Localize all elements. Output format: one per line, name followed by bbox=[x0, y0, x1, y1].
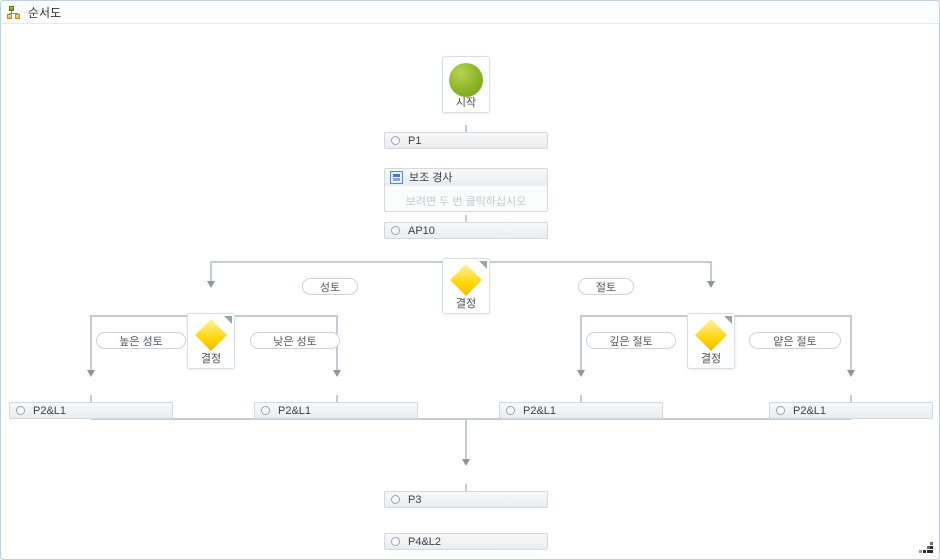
process-node-label: AP10 bbox=[408, 224, 435, 237]
process-node-label: P2&L1 bbox=[33, 404, 67, 417]
process-bullet-icon bbox=[391, 537, 400, 546]
process-bullet-icon bbox=[261, 406, 270, 415]
process-node-label: P2&L1 bbox=[523, 404, 557, 417]
decision-node-right[interactable]: 결정 bbox=[687, 313, 735, 369]
branch-label-cut[interactable]: 절토 bbox=[578, 278, 634, 295]
process-bullet-icon bbox=[16, 406, 25, 415]
process-node-p3[interactable]: P3 bbox=[384, 491, 548, 508]
process-bullet-icon bbox=[391, 136, 400, 145]
resize-grip[interactable] bbox=[919, 542, 933, 554]
decision-node-main[interactable]: 결정 bbox=[442, 258, 490, 314]
decision-node-label: 결정 bbox=[455, 298, 477, 310]
branch-label-fill[interactable]: 성토 bbox=[302, 278, 358, 295]
process-node-label: P4&L2 bbox=[408, 535, 442, 548]
collapse-corner-icon[interactable] bbox=[224, 316, 232, 324]
subprocess-header: 보조 경사 bbox=[385, 169, 547, 186]
diagram-canvas: 시작 P1 보조 경사 보려면 두 번 클릭하십시오 AP10 결정 성토 bbox=[1, 25, 939, 559]
process-bullet-icon bbox=[391, 226, 400, 235]
branch-label-shallow-cut[interactable]: 얕은 절토 bbox=[749, 332, 841, 349]
process-node-p4l2[interactable]: P4&L2 bbox=[384, 533, 548, 550]
decision-diamond-icon bbox=[450, 264, 482, 296]
collapse-corner-icon[interactable] bbox=[479, 261, 487, 269]
subprocess-hint: 보려면 두 번 클릭하십시오 bbox=[405, 196, 527, 208]
subprocess-node[interactable]: 보조 경사 보려면 두 번 클릭하십시오 bbox=[384, 168, 548, 212]
process-bullet-icon bbox=[776, 406, 785, 415]
decision-diamond-icon bbox=[695, 319, 727, 351]
process-node-p2l1-4[interactable]: P2&L1 bbox=[769, 402, 933, 419]
decision-node-label: 결정 bbox=[200, 353, 222, 365]
process-node-p2l1-1[interactable]: P2&L1 bbox=[9, 402, 173, 419]
page-title: 순서도 bbox=[28, 5, 62, 20]
flowchart-icon bbox=[7, 5, 22, 20]
start-node-label: 시작 bbox=[455, 97, 477, 109]
decision-node-label: 결정 bbox=[700, 353, 722, 365]
branch-label-high-fill[interactable]: 높은 성토 bbox=[96, 332, 186, 349]
subprocess-label: 보조 경사 bbox=[409, 172, 453, 184]
collapse-corner-icon[interactable] bbox=[724, 316, 732, 324]
start-node[interactable]: 시작 bbox=[442, 56, 490, 113]
process-node-ap10[interactable]: AP10 bbox=[384, 222, 548, 239]
process-bullet-icon bbox=[506, 406, 515, 415]
process-bullet-icon bbox=[391, 495, 400, 504]
titlebar: 순서도 bbox=[1, 1, 939, 24]
process-node-label: P2&L1 bbox=[793, 404, 827, 417]
subprocess-icon bbox=[390, 170, 403, 184]
branch-label-low-fill[interactable]: 낮은 성토 bbox=[250, 332, 340, 349]
process-node-p2l1-3[interactable]: P2&L1 bbox=[499, 402, 663, 419]
decision-diamond-icon bbox=[195, 319, 227, 351]
process-node-label: P1 bbox=[408, 134, 422, 147]
process-node-p2l1-2[interactable]: P2&L1 bbox=[254, 402, 418, 419]
process-node-label: P2&L1 bbox=[278, 404, 312, 417]
start-circle-icon bbox=[449, 63, 483, 97]
process-node-label: P3 bbox=[408, 493, 422, 506]
decision-node-left[interactable]: 결정 bbox=[187, 313, 235, 369]
branch-label-deep-cut[interactable]: 깊은 절토 bbox=[586, 332, 676, 349]
process-node-p1[interactable]: P1 bbox=[384, 132, 548, 149]
